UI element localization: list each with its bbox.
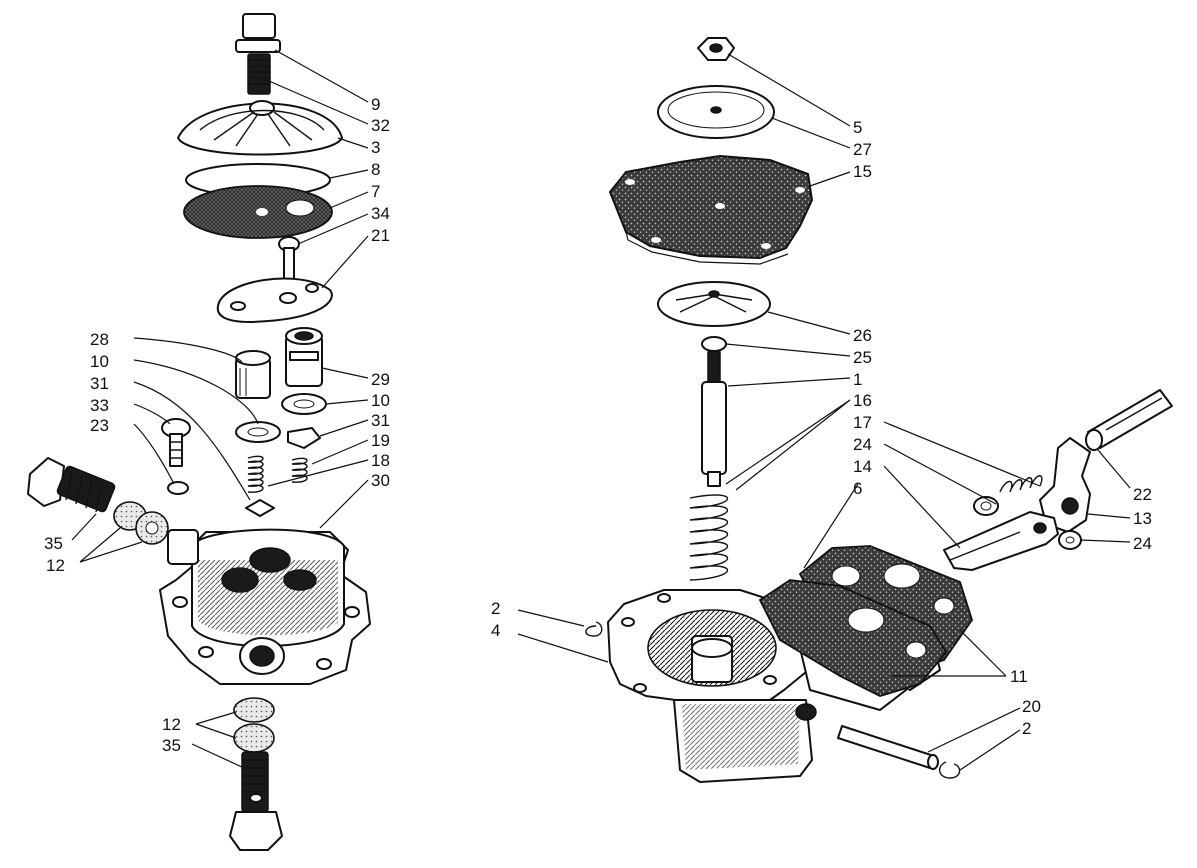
spring-18 [247, 455, 264, 493]
callout-25: 25 [853, 348, 872, 367]
callout-20: 20 [1022, 697, 1041, 716]
bottom-washers-12 [233, 697, 275, 753]
callout-28: 28 [90, 330, 109, 349]
spring-17 [999, 475, 1043, 493]
rod-1 [701, 351, 727, 487]
callout-6: 6 [853, 479, 862, 498]
callout-31-right: 31 [371, 411, 390, 430]
callout-31-left: 31 [90, 374, 109, 393]
callout-19: 19 [371, 431, 390, 450]
pin-20 [837, 725, 939, 770]
callout-24-upper: 24 [853, 435, 872, 454]
plate-21 [216, 277, 333, 323]
right-assembly [585, 37, 1173, 783]
callout-26: 26 [853, 326, 872, 345]
spring-19 [291, 457, 308, 483]
body-30 [159, 528, 371, 685]
callout-22: 22 [1133, 485, 1152, 504]
callout-34: 34 [371, 204, 390, 223]
plate-26 [657, 281, 771, 327]
callout-16: 16 [853, 391, 872, 410]
callout-12-bottom: 12 [162, 715, 181, 734]
callout-35-bottom: 35 [162, 736, 181, 755]
valve-31-left [245, 499, 275, 517]
leader-lines [71, 49, 1131, 771]
callout-3: 3 [371, 138, 380, 157]
callout-27: 27 [853, 140, 872, 159]
callout-9: 9 [371, 95, 380, 114]
callout-10-right: 10 [371, 391, 390, 410]
side-washers-12 [113, 501, 169, 545]
callout-7: 7 [371, 182, 380, 201]
gasket-11 [758, 579, 948, 697]
callout-17: 17 [853, 413, 872, 432]
callout-32: 32 [371, 116, 390, 135]
callout-labels: 9 32 3 8 7 34 21 28 10 31 33 23 29 10 31… [44, 95, 1152, 755]
clip-2-bottom [939, 761, 961, 779]
arm-14 [943, 511, 1059, 571]
valve-cage-28 [235, 350, 271, 399]
callout-29: 29 [371, 370, 390, 389]
callout-8: 8 [371, 160, 380, 179]
callout-4: 4 [491, 621, 500, 640]
left-assembly [27, 13, 371, 851]
washer-25 [701, 336, 727, 352]
callout-30: 30 [371, 471, 390, 490]
bolt-9 [235, 13, 281, 95]
callout-18: 18 [371, 451, 390, 470]
bottom-bolt-35 [229, 751, 283, 851]
callout-12-side: 12 [46, 556, 65, 575]
callout-33: 33 [90, 396, 109, 415]
washer-23 [167, 481, 189, 495]
callout-5: 5 [853, 118, 862, 137]
callout-21: 21 [371, 226, 390, 245]
cover-3 [177, 100, 343, 156]
screen-7 [183, 185, 333, 239]
plate-27 [657, 85, 775, 139]
spring-16 [689, 494, 728, 581]
shaft-22 [1085, 389, 1173, 451]
callout-2-upper: 2 [491, 599, 500, 618]
callout-1: 1 [853, 370, 862, 389]
clip-2-top [585, 621, 603, 637]
callout-13: 13 [1133, 509, 1152, 528]
nut-5 [697, 37, 735, 61]
side-bolt-35 [27, 457, 116, 513]
callout-14: 14 [853, 457, 872, 476]
diaphragm-15 [608, 154, 814, 265]
callout-23: 23 [90, 416, 109, 435]
callout-10-left: 10 [90, 352, 109, 371]
screw-33 [161, 418, 191, 467]
valve-31-right [287, 427, 321, 449]
callout-11: 11 [1010, 667, 1028, 686]
lever-13 [1039, 437, 1091, 533]
screw-34 [278, 236, 300, 285]
callout-35-side: 35 [44, 534, 63, 553]
callout-15: 15 [853, 162, 872, 181]
callout-2-lower: 2 [1022, 719, 1031, 738]
valve-cage-29 [285, 327, 323, 387]
callout-24-lower: 24 [1133, 534, 1152, 553]
